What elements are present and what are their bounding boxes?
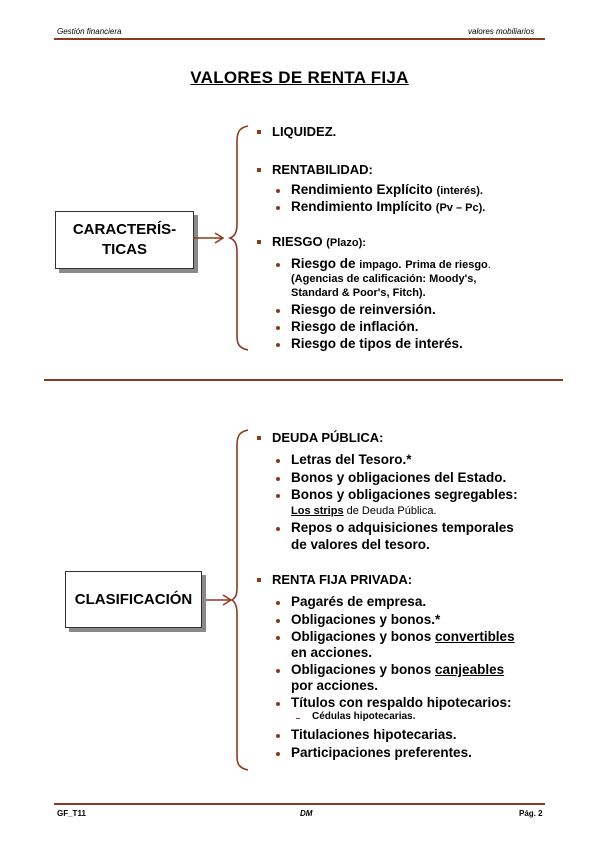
bullet-square: [257, 578, 261, 582]
rentabilidad-item: RENTABILIDAD:: [272, 162, 373, 177]
bonos-segregables-item: Bonos y obligaciones segregables:: [291, 487, 518, 502]
riesgo-impago-item: Riesgo de impago. Prima de riesgo.: [291, 256, 491, 271]
letras-item: Letras del Tesoro.*: [291, 452, 412, 467]
bonos-estado-item: Bonos y obligaciones del Estado.: [291, 470, 507, 485]
bullet-dot: [276, 702, 280, 706]
bullet-dot: [276, 477, 280, 481]
bullet-dot: [276, 309, 280, 313]
bullet-dot: [276, 734, 280, 738]
titulaciones-item: Titulaciones hipotecarias.: [291, 727, 457, 742]
agencias-line1: (Agencias de calificación: Moody's,: [291, 273, 477, 285]
caracteristicas-box: CARACTERÍS- TICAS: [55, 211, 194, 269]
pagares-item: Pagarés de empresa.: [291, 594, 427, 609]
reinversion-item: Riesgo de reinversión.: [291, 302, 436, 317]
bullet-dot: [276, 601, 280, 605]
section-divider: [44, 379, 563, 381]
canjeables-line2: por acciones.: [291, 678, 379, 693]
caracteristicas-line1: CARACTERÍS-: [72, 221, 177, 238]
caracteristicas-line2: TICAS: [102, 241, 147, 258]
footer-left: GF_T11: [57, 809, 86, 818]
brace-2: [230, 429, 249, 771]
header-rule: [54, 38, 545, 40]
bullet-square: [257, 436, 261, 440]
obligaciones-item: Obligaciones y bonos.*: [291, 612, 441, 627]
bullet-dot: [276, 527, 280, 531]
footer-center: DM: [300, 809, 313, 818]
brace-1: [227, 125, 249, 351]
header-left: Gestión financiera: [57, 27, 122, 36]
hipotecarios-item: Títulos con respaldo hipotecarios:: [291, 695, 512, 710]
deuda-publica-item: DEUDA PÚBLICA:: [272, 430, 384, 445]
bullet-dot: [276, 752, 280, 756]
arrow-1-head: [214, 232, 225, 244]
clasificacion-box: CLASIFICACIÓN: [65, 571, 202, 628]
convertibles-item: Obligaciones y bonos convertibles: [291, 629, 515, 644]
rend-explicito-item: Rendimiento Explícito (interés).: [291, 182, 483, 197]
repos-line2: de valores del tesoro.: [291, 537, 430, 552]
bullet-dash: [296, 718, 300, 719]
bullet-dot: [276, 343, 280, 347]
agencias-line2: Standard & Poor's, Fitch).: [291, 287, 426, 299]
bullet-dot: [276, 263, 280, 267]
strips-line: Los strips de Deuda Pública.: [291, 505, 437, 517]
bullet-square: [257, 130, 261, 134]
header-right: valores mobiliarios: [468, 27, 535, 36]
bullet-dot: [276, 669, 280, 673]
participaciones-item: Participaciones preferentes.: [291, 745, 472, 760]
bullet-dot: [276, 494, 280, 498]
bullet-square: [257, 240, 261, 244]
inflacion-item: Riesgo de inflación.: [291, 319, 419, 334]
bullet-dot: [276, 636, 280, 640]
bullet-dot: [276, 189, 280, 193]
bullet-dot: [276, 459, 280, 463]
bullet-dot: [276, 206, 280, 210]
privada-item: RENTA FIJA PRIVADA:: [272, 572, 413, 587]
riesgo-item: RIESGO (Plazo):: [272, 234, 366, 249]
cedulas-item: Cédulas hipotecarias.: [312, 711, 416, 722]
liquidez-item: LIQUIDEZ.: [272, 124, 337, 139]
bullet-square: [257, 168, 261, 172]
bullet-dot: [276, 326, 280, 330]
footer-page-number: Pág. 2: [519, 809, 543, 818]
footer-rule: [54, 803, 545, 805]
rend-implicito-item: Rendimiento Implícito (Pv – Pc).: [291, 199, 486, 214]
tipos-item: Riesgo de tipos de interés.: [291, 336, 463, 351]
canjeables-item: Obligaciones y bonos canjeables: [291, 662, 505, 677]
clasificacion-label: CLASIFICACIÓN: [74, 590, 193, 608]
repos-item: Repos o adquisiciones temporales: [291, 520, 514, 535]
page-title: VALORES DE RENTA FIJA: [190, 68, 409, 87]
bullet-dot: [276, 619, 280, 623]
convertibles-line2: en acciones.: [291, 645, 373, 660]
